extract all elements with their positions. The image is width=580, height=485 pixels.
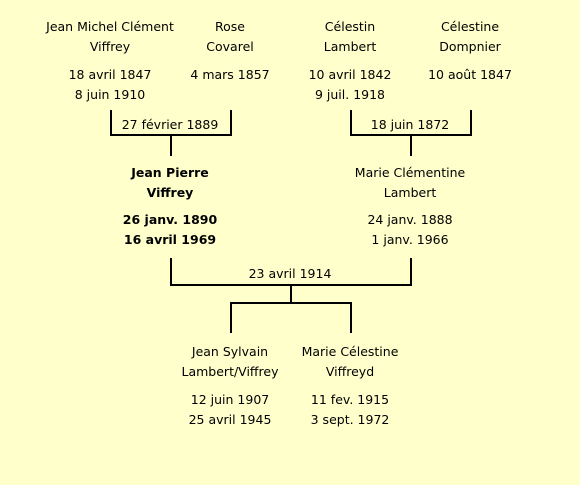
connector-line bbox=[410, 258, 412, 286]
person-birth-date: 10 avril 1842 bbox=[308, 67, 392, 82]
person-name-line1: Rose bbox=[215, 19, 245, 34]
person-birth-date: 10 août 1847 bbox=[428, 67, 512, 82]
person-birth-date: 4 mars 1857 bbox=[190, 67, 270, 82]
connector-line bbox=[110, 110, 112, 136]
person-death-date: 25 avril 1945 bbox=[188, 412, 272, 427]
connector-line bbox=[170, 134, 172, 156]
connector-line bbox=[350, 110, 352, 136]
connector-line bbox=[470, 110, 472, 136]
marriage-date: 18 juin 1872 bbox=[370, 117, 450, 132]
person-name-line1: Marie Célestine bbox=[301, 344, 399, 359]
connector-line bbox=[290, 284, 292, 304]
marriage-date: 23 avril 1914 bbox=[248, 266, 332, 281]
person-name-line2: Lambert/Viffrey bbox=[181, 364, 279, 379]
person-name-line2: Viffrey bbox=[89, 39, 131, 54]
person-name-line1: Marie Clémentine bbox=[354, 165, 466, 180]
person-name-line1: Jean Pierre bbox=[131, 165, 209, 180]
person-name-line2: Dompnier bbox=[439, 39, 501, 54]
person-death-date: 9 juil. 1918 bbox=[314, 87, 386, 102]
connector-line bbox=[230, 302, 232, 333]
person-death-date: 8 juin 1910 bbox=[74, 87, 146, 102]
connector-line bbox=[230, 110, 232, 136]
person-birth-date: 11 fev. 1915 bbox=[310, 392, 390, 407]
person-name-line1: Jean Sylvain bbox=[191, 344, 269, 359]
person-death-date: 1 janv. 1966 bbox=[371, 232, 449, 247]
person-birth-date: 26 janv. 1890 bbox=[122, 212, 218, 227]
person-name-line2: Viffrey bbox=[146, 185, 194, 200]
person-name-line1: Célestine bbox=[440, 19, 500, 34]
person-name-line2: Viffreyd bbox=[325, 364, 375, 379]
person-birth-date: 24 janv. 1888 bbox=[367, 212, 453, 227]
person-name-line2: Lambert bbox=[323, 39, 377, 54]
person-name-line2: Covarel bbox=[206, 39, 254, 54]
marriage-date: 27 février 1889 bbox=[121, 117, 219, 132]
person-name-line1: Célestin bbox=[324, 19, 376, 34]
connector-line bbox=[170, 258, 172, 286]
connector-line bbox=[230, 302, 352, 304]
person-death-date: 16 avril 1969 bbox=[123, 232, 217, 247]
person-birth-date: 18 avril 1847 bbox=[68, 67, 152, 82]
connector-line bbox=[350, 302, 352, 333]
person-name-line2: Lambert bbox=[383, 185, 437, 200]
connector-line bbox=[410, 134, 412, 156]
person-death-date: 3 sept. 1972 bbox=[310, 412, 390, 427]
person-birth-date: 12 juin 1907 bbox=[190, 392, 270, 407]
person-name-line1: Jean Michel Clément bbox=[46, 19, 174, 34]
